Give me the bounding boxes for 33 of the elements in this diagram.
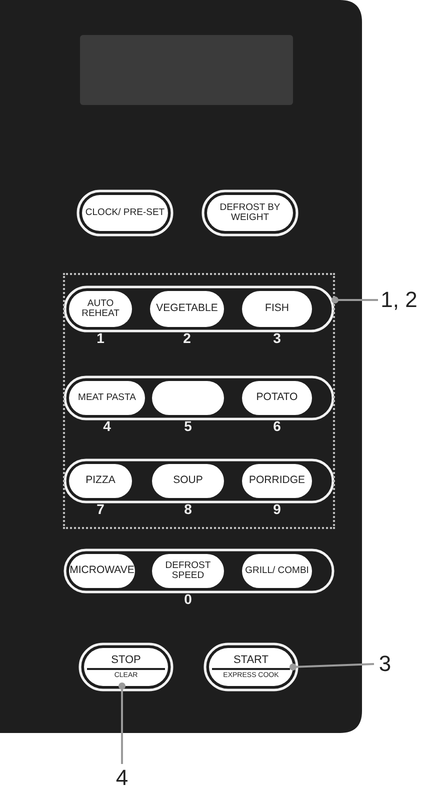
key-button: MICROWAVE [69, 554, 135, 588]
key-number: 0 [183, 591, 193, 607]
key-number: 6 [272, 418, 282, 434]
key-label: STOP [111, 655, 141, 668]
key-number: 1 [96, 330, 106, 346]
key-number: 2 [182, 330, 192, 346]
key-button [152, 381, 224, 415]
key-button: SOUP [152, 464, 224, 498]
key-button: FISH [242, 291, 312, 327]
callout-number: 3 [374, 650, 396, 678]
key-number: 3 [272, 330, 282, 346]
key-button: POTATO [242, 381, 312, 415]
key-button: MEAT PASTA [69, 381, 145, 415]
key-label: START [233, 655, 269, 668]
key-button [209, 648, 293, 686]
key-button: GRILL/ COMBI [242, 554, 312, 588]
key-number: 4 [102, 418, 112, 434]
leader-line [290, 663, 374, 670]
leader-line [118, 682, 126, 764]
key-number: 5 [183, 418, 193, 434]
key-button: VEGETABLE [150, 291, 224, 327]
leader-line [332, 296, 378, 304]
key-number: 9 [272, 501, 282, 517]
key-button: PORRIDGE [242, 464, 312, 498]
key-button: DEFROST BY WEIGHT [207, 195, 293, 231]
dotted-key-group [63, 273, 335, 529]
callout-number: 1, 2 [378, 286, 420, 314]
key-button: DEFROST SPEED [152, 554, 224, 588]
key-button: CLOCK/ PRE-SET [82, 195, 168, 231]
key-number: 7 [96, 501, 106, 517]
key-number: 8 [183, 501, 193, 517]
callout-number: 4 [111, 764, 133, 792]
key-button [84, 648, 168, 686]
